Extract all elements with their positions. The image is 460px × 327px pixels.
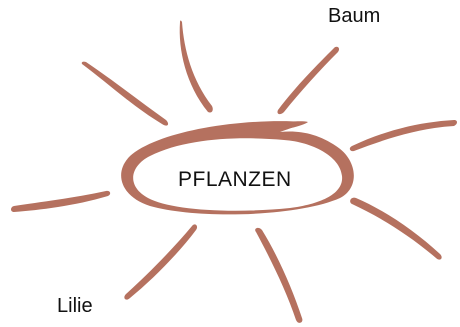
center-label: PFLANZEN	[178, 168, 292, 191]
ray-top-right	[277, 46, 340, 115]
ray-right-lower	[350, 197, 442, 260]
branch-label-lilie: Lilie	[57, 295, 93, 317]
ray-bottom-center	[255, 227, 303, 323]
center-ring	[121, 121, 354, 215]
branch-label-baum: Baum	[328, 5, 381, 27]
ray-right-upper	[349, 120, 457, 152]
ray-left-upper	[81, 61, 169, 126]
ray-left-lower	[11, 190, 111, 212]
ray-top-left	[179, 20, 213, 113]
ray-bottom-left	[124, 224, 198, 300]
